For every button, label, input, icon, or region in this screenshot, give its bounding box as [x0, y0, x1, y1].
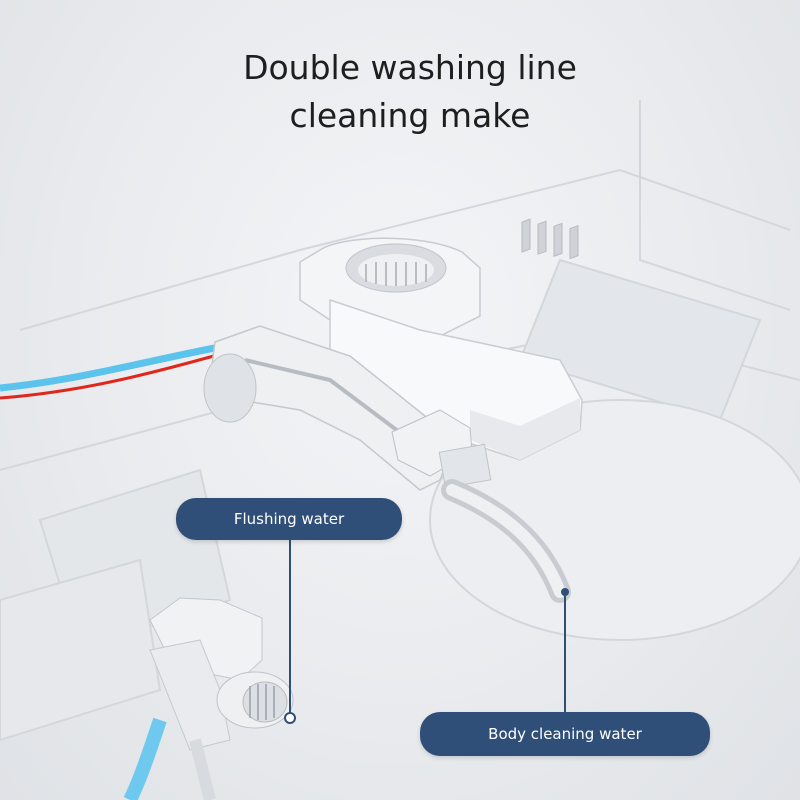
body-cleaning-water-label: Body cleaning water	[420, 712, 710, 756]
water-tap-illustration	[130, 598, 293, 800]
flushing-water-label: Flushing water	[176, 498, 402, 540]
headline-line-1: Double washing line	[0, 44, 800, 92]
filter-unit-illustration	[204, 219, 582, 490]
red-wire-line	[0, 352, 228, 398]
headline: Double washing line cleaning make	[0, 44, 800, 140]
headline-line-2: cleaning make	[0, 92, 800, 140]
